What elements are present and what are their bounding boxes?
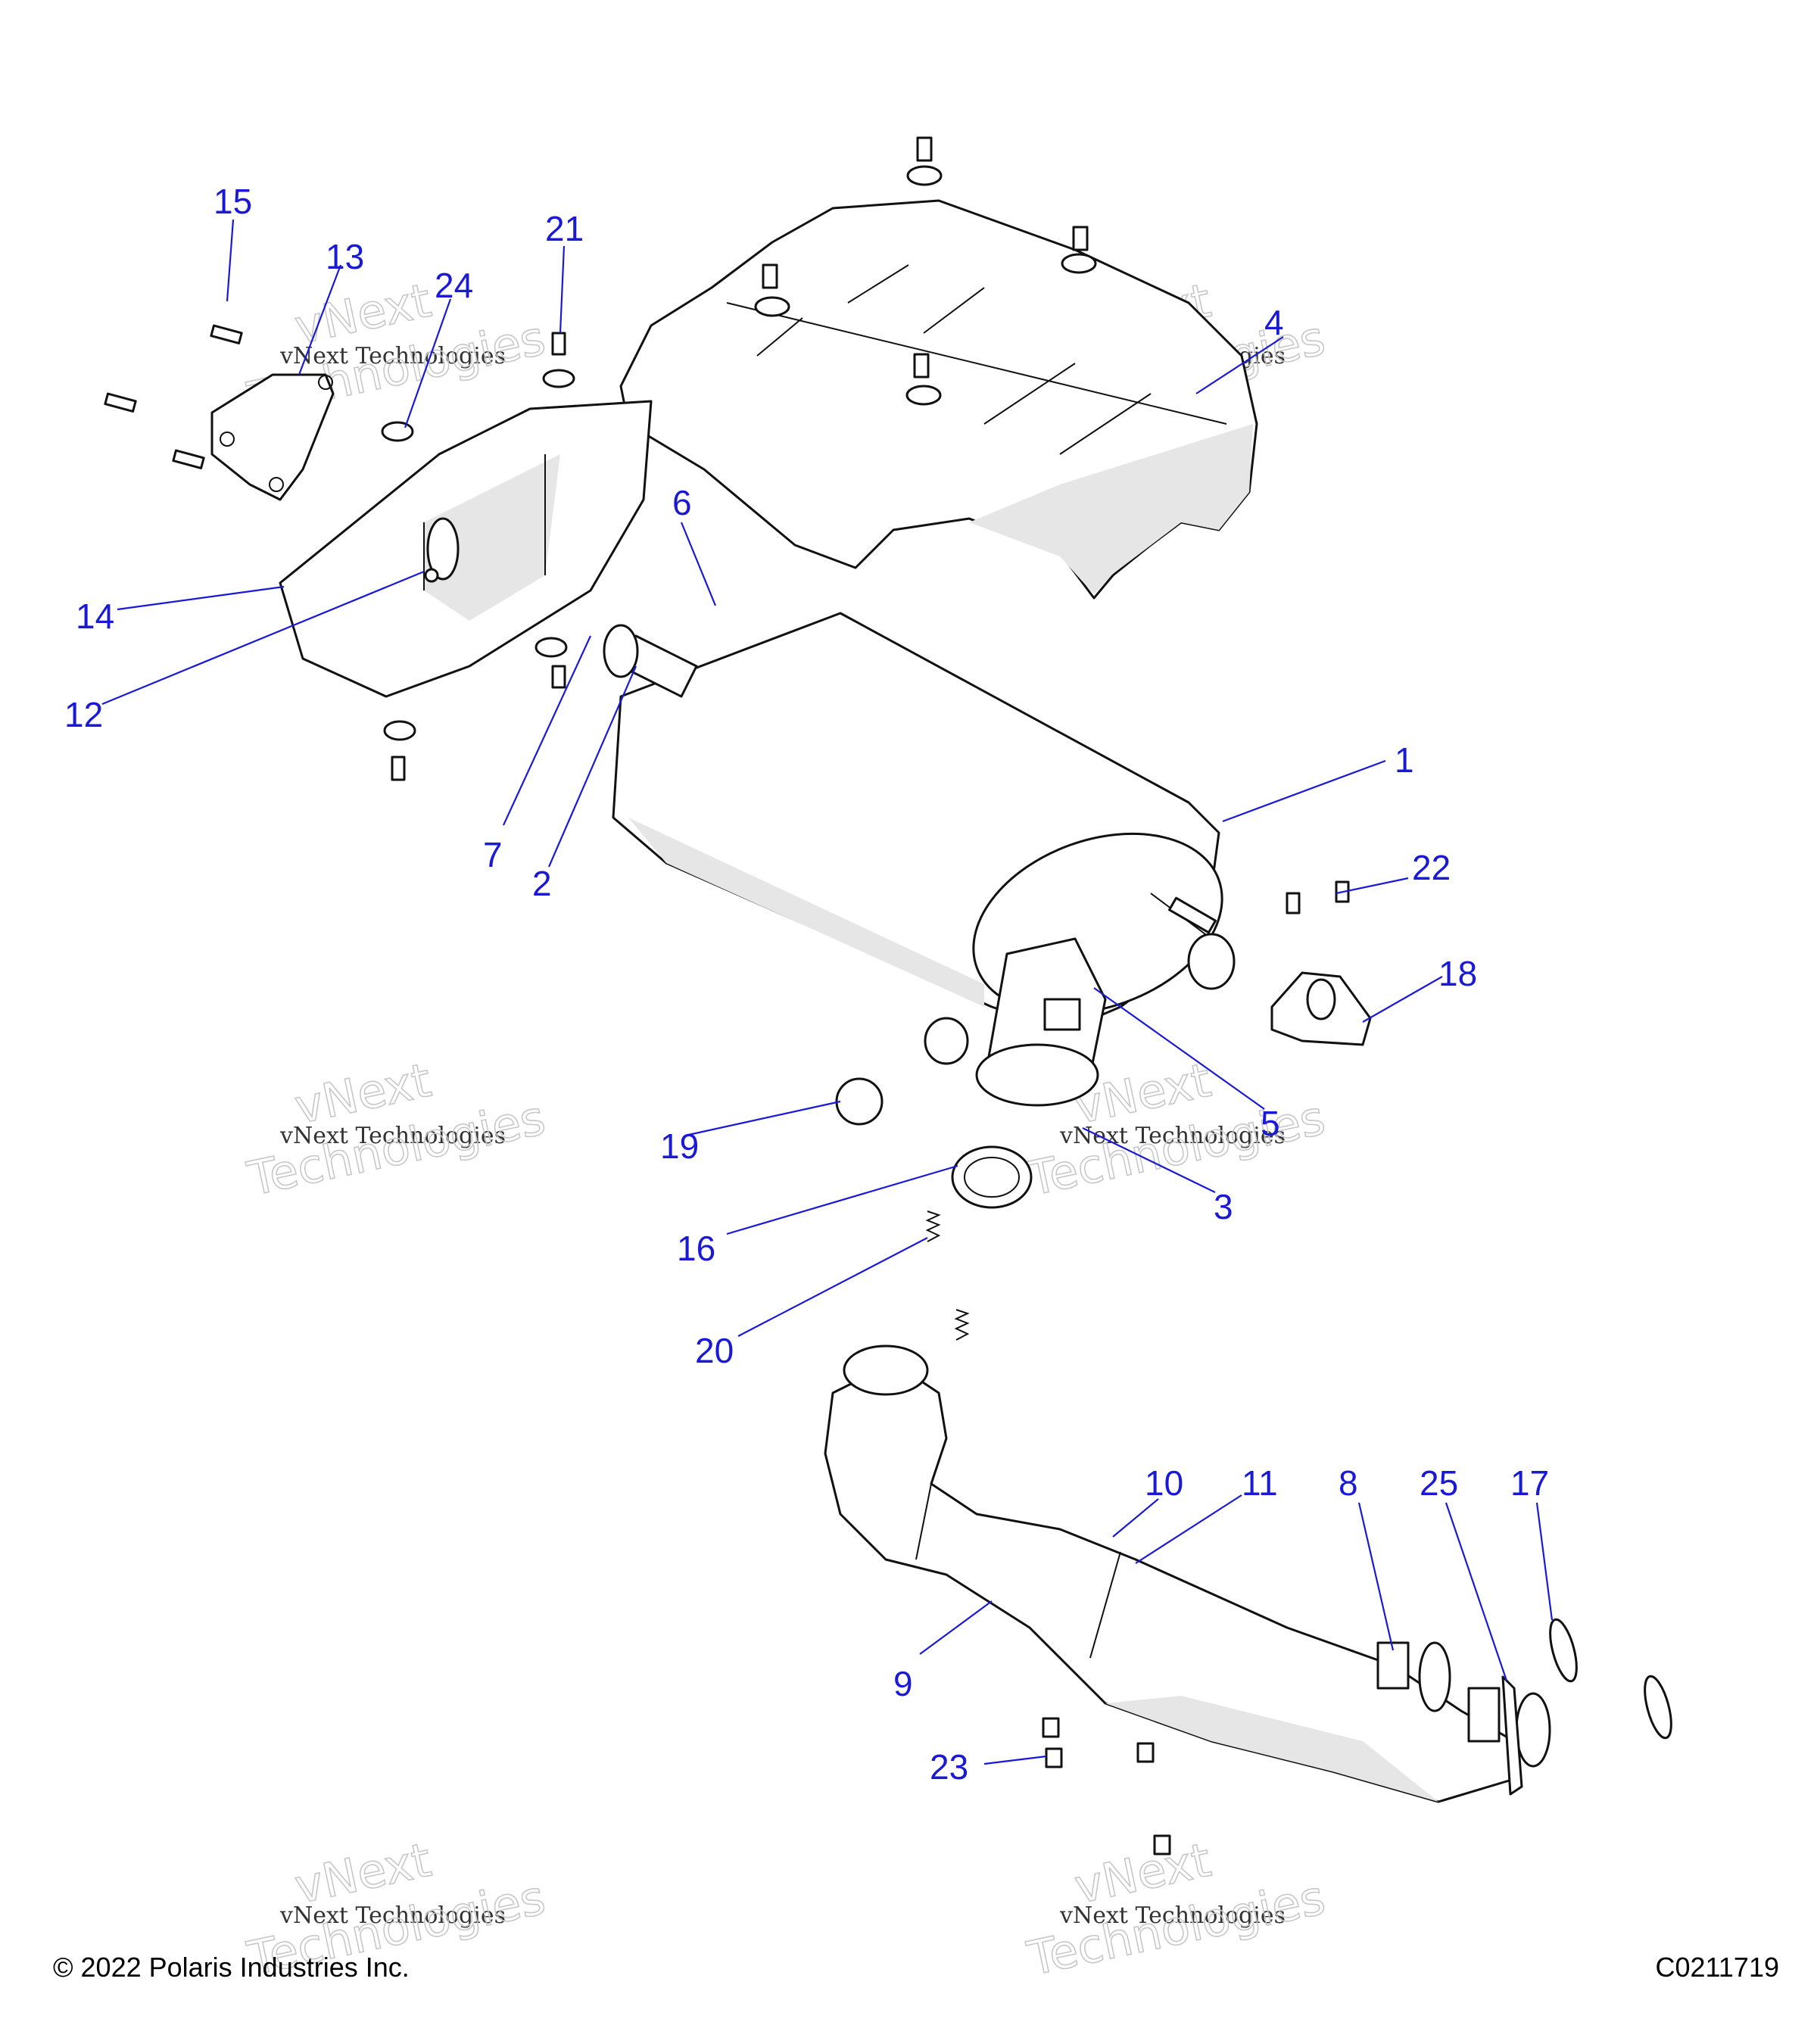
callout-23: 23: [930, 1747, 968, 1787]
part-grommet: [835, 1017, 969, 1126]
callout-1: 1: [1395, 740, 1414, 780]
callout-17: 17: [1510, 1463, 1549, 1503]
washer-icon: [383, 720, 416, 741]
callout-10: 10: [1145, 1463, 1183, 1503]
svg-text:vNext Technologies: vNext Technologies: [1059, 1123, 1286, 1149]
bolt-icon: [542, 332, 575, 388]
callout-13: 13: [326, 237, 364, 276]
callout-12: 12: [64, 695, 103, 734]
leader-lines: [101, 219, 1554, 1765]
callout-21: 21: [545, 209, 584, 248]
callout-24: 24: [435, 266, 473, 305]
svg-text:vNext Technologies: vNext Technologies: [279, 1902, 506, 1929]
callout-19: 19: [660, 1126, 699, 1166]
callout-20: 20: [695, 1331, 734, 1370]
bolt-icon: [551, 665, 566, 689]
washer-icon: [381, 421, 414, 442]
part-head-pipe: [824, 1344, 1516, 1803]
callout-11: 11: [1242, 1463, 1278, 1503]
part-springs: [925, 1211, 970, 1341]
bolt-icon: [906, 136, 943, 186]
callout-14: 14: [76, 597, 114, 636]
callouts: 15 13 24 21 4 6 14 12 7 2 1 22 18 5 3 19…: [64, 182, 1549, 1787]
callout-3: 3: [1214, 1187, 1233, 1226]
part-heat-shield-box: [279, 400, 653, 698]
callout-5: 5: [1261, 1104, 1280, 1143]
part-gasket: [951, 1145, 1033, 1209]
figure-id: C0211719: [1655, 1952, 1779, 1983]
washer-icon: [535, 637, 568, 658]
bolt-icon: [391, 756, 406, 781]
callout-6: 6: [672, 483, 692, 522]
part-nuts: [1042, 1717, 1171, 1855]
part-bracket-13: [104, 324, 335, 501]
callout-2: 2: [532, 864, 552, 903]
svg-text:vNext Technologies: vNext Technologies: [1059, 1902, 1286, 1929]
part-rings: [1549, 1618, 1672, 1740]
callout-22: 22: [1412, 848, 1451, 887]
callout-7: 7: [483, 835, 503, 874]
callout-4: 4: [1264, 303, 1284, 342]
part-inlet-pipe: [603, 624, 698, 698]
callout-16: 16: [677, 1229, 715, 1268]
part-muffler: [612, 612, 1223, 1031]
watermark: vNext vNext Technologies Technologies: [242, 1052, 550, 1207]
callout-9: 9: [893, 1664, 913, 1703]
part-outlet-clamp: [975, 937, 1107, 1107]
bolt-icon: [754, 263, 790, 317]
callout-18: 18: [1438, 954, 1477, 993]
part-pipe-ends: [1418, 1641, 1551, 1796]
bolt-icon: [1061, 226, 1097, 274]
part-rear-bracket: [1187, 880, 1372, 1046]
callout-25: 25: [1420, 1463, 1458, 1503]
box-fasteners: [381, 332, 575, 781]
callout-15: 15: [213, 182, 252, 221]
copyright-text: © 2022 Polaris Industries Inc.: [53, 1952, 410, 1983]
svg-text:vNext Technologies: vNext Technologies: [279, 343, 506, 369]
shield-fasteners: [754, 136, 1097, 406]
bolt-icon: [905, 353, 942, 406]
svg-text:vNext Technologies: vNext Technologies: [279, 1123, 506, 1149]
callout-8: 8: [1339, 1463, 1358, 1503]
